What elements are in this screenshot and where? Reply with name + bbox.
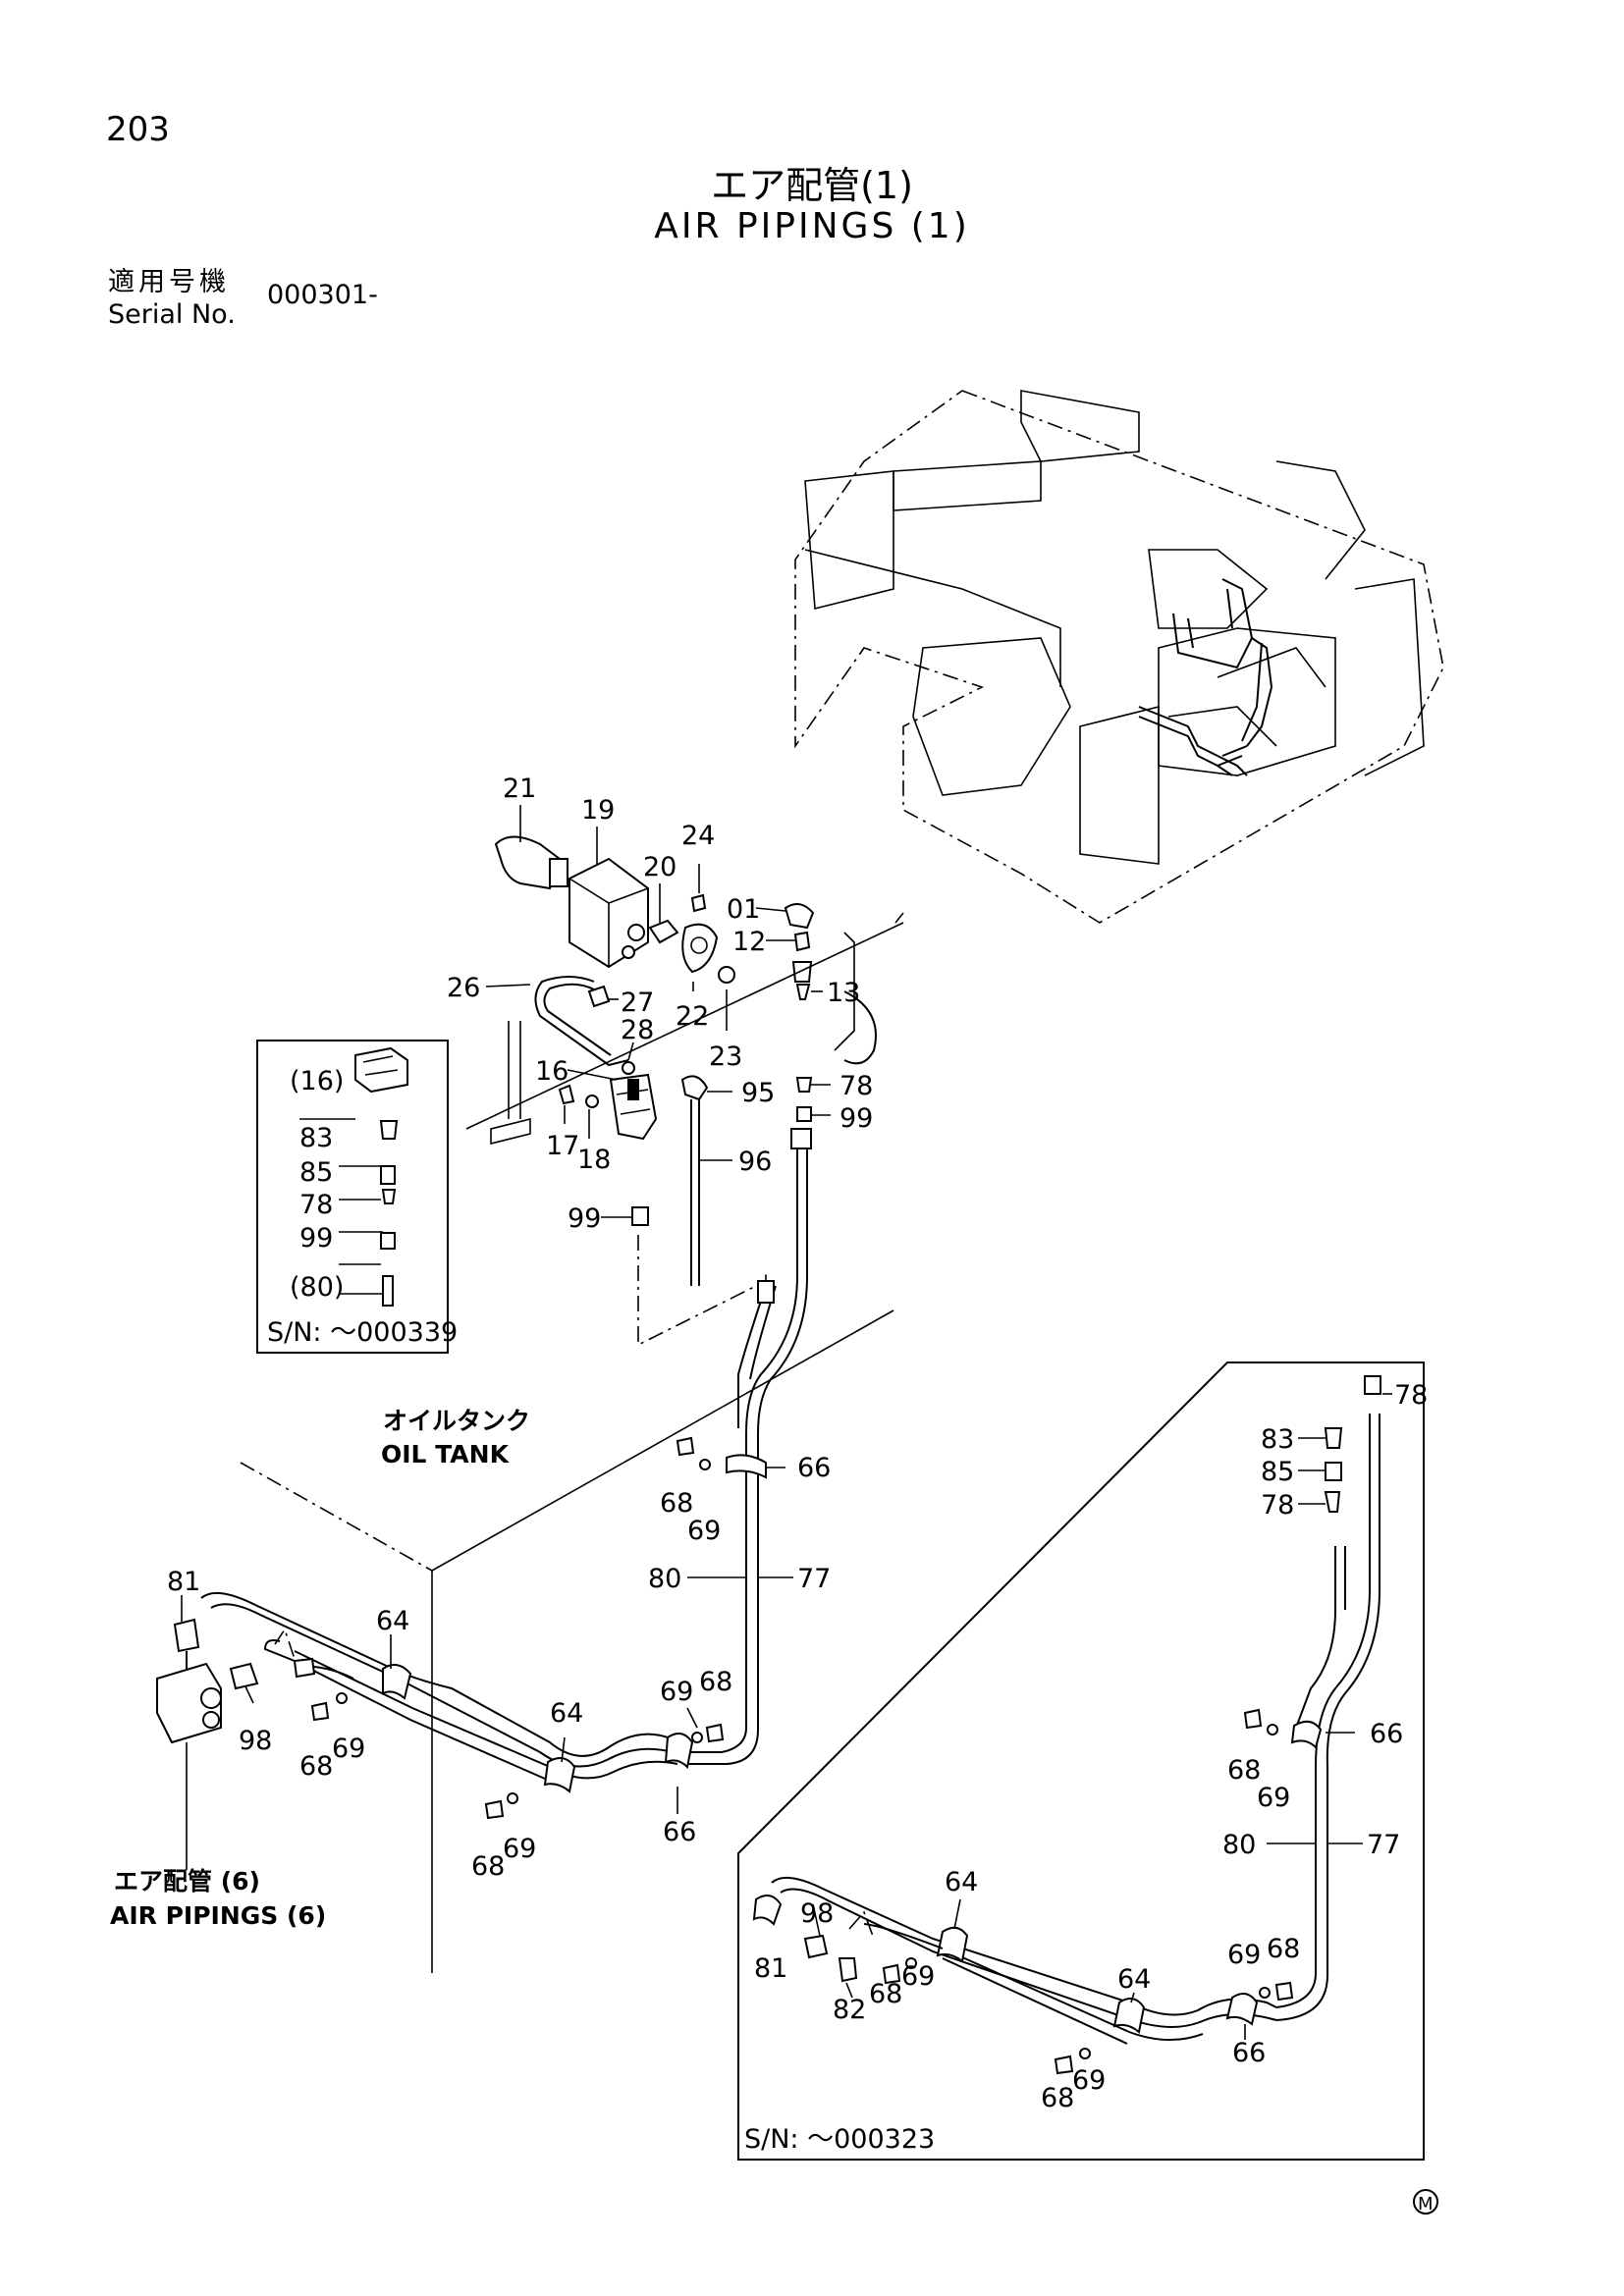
valve-assembly-drawing: [465, 835, 904, 1347]
inset-top-label-85: 85: [299, 1157, 333, 1188]
callout-28: 28: [621, 1015, 654, 1045]
inset-top-label-83: 83: [299, 1123, 333, 1153]
callout-27: 27: [621, 988, 654, 1018]
callout-80: 80: [648, 1564, 681, 1594]
inset-right-label-78: 78: [1261, 1490, 1294, 1521]
inset-right-label-83: 83: [1261, 1424, 1294, 1455]
callout-17: 17: [546, 1131, 579, 1161]
callout-13: 13: [827, 978, 860, 1008]
callout-69-right: 69: [660, 1677, 693, 1707]
callout-16: 16: [535, 1056, 568, 1087]
callout-68-right: 68: [699, 1667, 732, 1697]
callout-01: 01: [727, 894, 760, 925]
inset-right-label-64-middle: 64: [1117, 1964, 1151, 1995]
callout-18: 18: [577, 1145, 611, 1175]
serial-number-value: 000301-: [267, 280, 378, 310]
inset-right-label-68-left: 68: [869, 1979, 902, 2009]
callout-26: 26: [447, 973, 480, 1003]
inset-right-label-69-left: 69: [901, 1961, 935, 1992]
inset-top-label-78: 78: [299, 1190, 333, 1220]
callout-20: 20: [643, 852, 677, 882]
callout-68-upper: 68: [660, 1488, 693, 1519]
inset-right-label-85: 85: [1261, 1457, 1294, 1487]
callout-64-middle: 64: [550, 1698, 583, 1729]
serial-label-en: Serial No.: [108, 299, 236, 330]
circled-mark-letter: M: [1418, 2194, 1434, 2215]
inset-right-label-81: 81: [754, 1953, 787, 1984]
inset-right-label-68-right: 68: [1267, 1934, 1300, 1964]
inset-right-label-66-upper: 66: [1370, 1719, 1403, 1749]
callout-64-left: 64: [376, 1606, 409, 1636]
inset-right-label-82: 82: [833, 1995, 866, 2025]
callout-96: 96: [738, 1147, 772, 1177]
serial-label-ja: 適用号機: [108, 267, 230, 297]
callout-68-bottom: 68: [471, 1851, 505, 1882]
callout-19: 19: [581, 795, 615, 826]
oil-tank-label-ja: オイルタンク: [383, 1407, 530, 1435]
inset-right-label-69-right: 69: [1227, 1940, 1261, 1970]
callout-77: 77: [797, 1564, 831, 1594]
callout-78: 78: [839, 1071, 873, 1101]
inset-right-label-80: 80: [1222, 1830, 1256, 1860]
callout-69-upper: 69: [687, 1516, 721, 1546]
callout-23: 23: [709, 1041, 742, 1072]
callout-69-bottom: 69: [503, 1834, 536, 1864]
inset-right-serial-note: S/N: ～000323: [744, 2124, 935, 2155]
oil-tank-label-en: OIL TANK: [381, 1440, 511, 1468]
inset-right-label-98: 98: [800, 1898, 834, 1929]
air-pipings-ref-en: AIR PIPINGS (6): [110, 1901, 326, 1930]
callout-12: 12: [732, 927, 766, 957]
circled-mark-icon: [1413, 2189, 1438, 2215]
inset-right-label-78-top: 78: [1394, 1380, 1428, 1411]
page-title-en: AIR PIPINGS (1): [654, 206, 970, 246]
callout-66-bottom: 66: [663, 1817, 696, 1847]
callout-69-left: 69: [332, 1734, 365, 1764]
leader-lines: [181, 805, 1392, 2040]
air-pipings-ref-ja: エア配管 (6): [114, 1867, 260, 1896]
callout-68-left: 68: [299, 1751, 333, 1782]
callout-21: 21: [503, 774, 536, 804]
callout-99-upper: 99: [839, 1103, 873, 1134]
inset-top-label-16: (16): [290, 1066, 344, 1096]
inset-right-label-69-upper: 69: [1257, 1783, 1290, 1813]
inset-top-serial-note: S/N: ～000339: [267, 1317, 458, 1348]
callout-81: 81: [167, 1567, 200, 1597]
inset-right-label-66-bottom: 66: [1232, 2038, 1266, 2068]
right-inset-box: [737, 1362, 1425, 2161]
callout-66-upper: 66: [797, 1453, 831, 1483]
inset-right-label-64-left: 64: [945, 1867, 978, 1897]
inset-right-label-68-bottom: 68: [1041, 2083, 1074, 2113]
inset-right-label-69-bottom: 69: [1072, 2065, 1106, 2096]
callout-22: 22: [676, 1001, 709, 1032]
page-title-ja: エア配管(1): [711, 164, 913, 207]
inset-top-label-99: 99: [299, 1223, 333, 1254]
callout-99-lower: 99: [568, 1203, 601, 1234]
callout-95: 95: [741, 1078, 775, 1108]
page-number: 203: [106, 110, 170, 149]
machine-outline-drawing: [794, 390, 1444, 924]
callout-24: 24: [681, 821, 715, 851]
inset-top-label-80: (80): [290, 1272, 344, 1303]
main-pipe-drawing: [156, 1128, 894, 1973]
top-inset-box: [256, 1040, 449, 1354]
callout-98: 98: [239, 1726, 272, 1756]
inset-right-label-68-upper: 68: [1227, 1755, 1261, 1786]
inset-right-label-77: 77: [1367, 1830, 1400, 1860]
